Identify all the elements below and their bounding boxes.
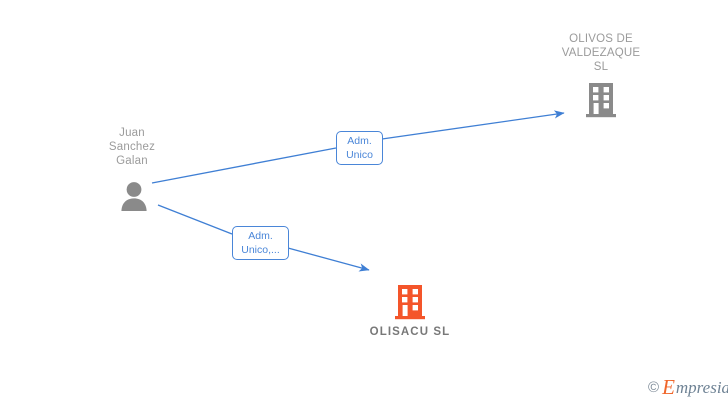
edge-person-olivos[interactable] — [151, 110, 565, 184]
watermark-empresia: © E mpresia — [648, 377, 728, 398]
building-icon-olisacu[interactable] — [394, 284, 426, 320]
edge-label-adm-unico-olisacu[interactable]: Adm. Unico,... — [232, 226, 289, 260]
building-icon-olivos[interactable] — [585, 82, 617, 118]
brand-name: mpresia — [675, 378, 728, 397]
brand-initial: E — [662, 375, 675, 399]
node-label-person: Juan Sanchez Galan — [108, 127, 156, 167]
edge-person-olisacu[interactable] — [157, 204, 370, 272]
copyright-symbol: © — [648, 379, 660, 396]
node-label-olivos: OLIVOS DE VALDEZAQUE SL — [561, 33, 641, 73]
node-label-olisacu: OLISACU SL — [369, 326, 451, 338]
edge-label-adm-unico-olivos[interactable]: Adm. Unico — [336, 131, 383, 165]
person-icon[interactable] — [117, 181, 151, 211]
